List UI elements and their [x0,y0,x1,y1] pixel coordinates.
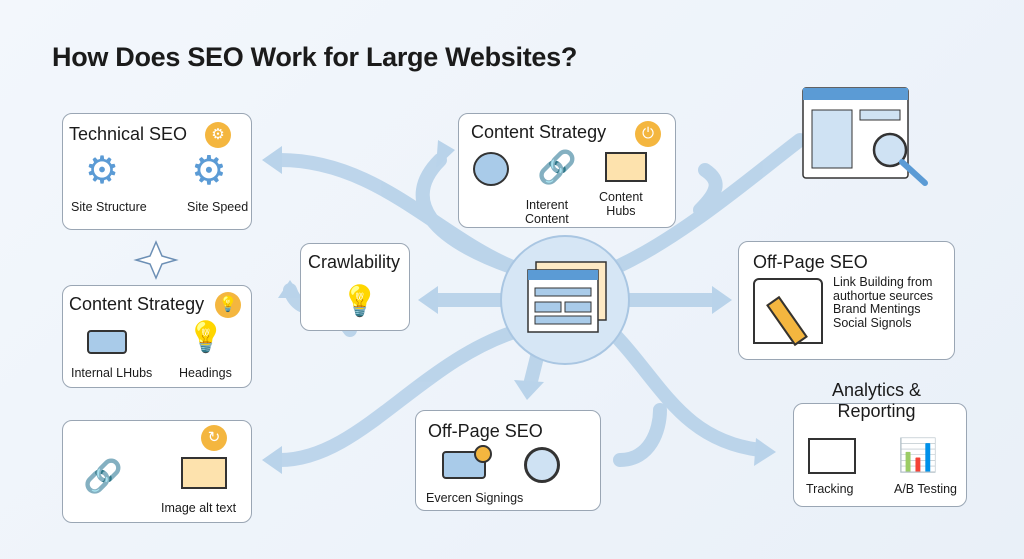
image-search-icon [181,457,227,489]
item-label: Interent Content [525,198,569,226]
item-label: Evercen Signings [426,491,524,505]
card-title: Analytics & Reporting [832,380,922,421]
arrow-to-browser [603,133,807,277]
text-line: authortue seurces [833,288,934,303]
item-label: Internal LHubs [71,366,153,380]
page-title: How Does SEO Work for Large Websites? [52,42,578,72]
content-strategy-top-card: Content Strategy ⏻ 🔗 Interent Content Co… [458,113,676,228]
card-title: Off-Page SEO [753,252,868,272]
content-strategy-left-card: Content Strategy 💡 💡 Internal LHubs Head… [62,285,252,388]
browser-search-icon [802,87,928,186]
text-line: Link Building from [833,275,933,289]
text-line: Brand Mentings [833,302,921,316]
arrow-to-content-top [415,153,527,277]
card-title: Technical SEO [69,124,188,144]
card-title: Content Strategy [69,294,205,314]
item-label: Content Hubs [599,190,643,218]
target-icon [524,447,560,483]
gear-badge-icon: ⚙ [205,122,231,148]
dot-icon [474,445,492,463]
power-badge-icon: ⏻ [635,121,661,147]
bar-chart-icon: 📊 [898,437,938,473]
off-page-seo-right-card: Off-Page SEO Link Building from authortu… [738,241,955,360]
arrow-curl-top [693,163,723,217]
item-label: Site Structure [71,200,147,214]
lightbulb-icon: 💡 [341,285,379,318]
gear-icon: ⚙ [191,149,227,193]
item-label: Site Speed [187,200,249,214]
item-label: Tracking [806,482,854,496]
arrow-to-image [273,323,527,467]
arrow-to-analytics [603,323,767,457]
gears-icon: ⚙ [85,150,120,192]
signing-icon [442,451,486,479]
analytics-card: Analytics & Reporting 📊 Tracking A/B Tes… [793,380,967,507]
chain-link-icon: 🔗 [83,458,123,494]
card-title: Content Strategy [471,122,607,142]
card-title: Crawlability [308,252,401,272]
lightbulb-icon: 💡 [187,321,225,354]
internal-links-icon [87,330,127,354]
sparkle-icon [133,240,179,280]
item-label: A/B Testing [894,482,958,496]
crawlability-card: Crawlability 💡 [300,243,410,331]
image-alt-card: ↻ 🔗 Image alt text [62,420,252,523]
technical-seo-card: Technical SEO ⚙ ⚙ ⚙ Site Structure Site … [62,113,252,230]
item-label: Image alt text [161,501,237,515]
arrow-curl [613,403,667,467]
refresh-badge-icon: ↻ [201,425,227,451]
tracking-chart-icon [808,438,856,474]
item-label: Headings [179,366,232,380]
bulb-badge-icon: 💡 [215,292,241,318]
text-line: Social Signols [833,315,912,330]
off-page-seo-bottom-card: Off-Page SEO Evercen Signings [415,410,601,511]
content-hub-icon [605,152,647,182]
card-title: Off-Page SEO [428,421,543,441]
link-icon: 🔗 [537,149,577,185]
network-icon [473,152,509,186]
